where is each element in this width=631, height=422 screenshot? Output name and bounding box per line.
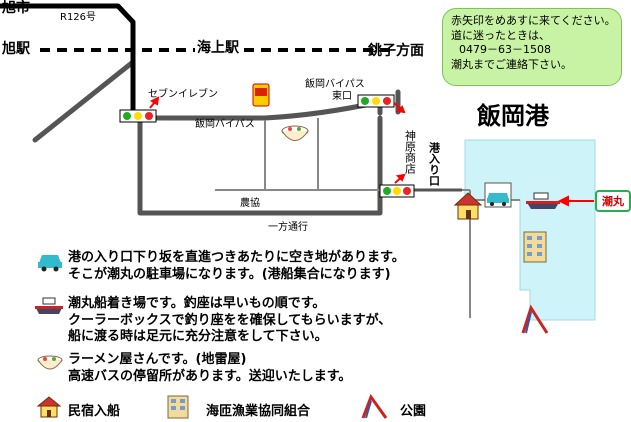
label-iioka-bypass: 飯岡バイパス [195, 119, 255, 130]
park-slide-icon [361, 394, 388, 419]
ramen-bowl-icon [37, 355, 63, 370]
ushiomaru-tag: 潮丸 [595, 190, 631, 212]
legend-boat-line: 潮丸船着き場です。釣座は早いもの順です。 [68, 296, 326, 311]
road-diagonal-west [32, 59, 136, 143]
instructions-note: 赤矢印をめあすに来てください。 道に迷ったときは、 0479－63－1508 潮… [442, 8, 622, 86]
label-nokyo: 農協 [240, 198, 260, 209]
legend-boat: 潮丸船着き場です。釣座は早いもの順です。 クーラーボックスで釣り座をを確保しても… [68, 296, 391, 346]
label-unakami-station: 海上駅 [195, 40, 241, 56]
note-line: 潮丸までご連絡下さい。 [451, 57, 572, 71]
road-loop [137, 115, 383, 216]
label-asahi-station: 旭駅 [2, 41, 30, 57]
label-kanbe-store: 神原商店 [403, 130, 417, 174]
minshuku-house-icon [36, 396, 62, 418]
route-126 [0, 3, 136, 118]
legend-fishery: 海匝漁業協同組合 [206, 404, 311, 419]
note-phone: 0479－63－1508 [459, 43, 551, 57]
red-arrows [149, 96, 594, 207]
label-iioka-port: 飯岡港 [477, 102, 549, 130]
label-asahi-city: 旭市 [2, 0, 30, 16]
traffic-signal-port [379, 184, 415, 198]
traffic-signal-west [119, 109, 157, 123]
car-icon [38, 255, 62, 272]
legend-parking: 港の入り口下り坂を直進つきあたりに空き地があります。 そこが潮丸の駐車場になりま… [68, 250, 405, 283]
ramen-bowl-icon-map [281, 125, 309, 141]
legend-boat-line: 船に渡る時は足元に充分注意をして下さい。 [68, 329, 328, 345]
legend-minshuku: 民宿入船 [68, 404, 121, 419]
label-route-126: R126号 [60, 12, 97, 23]
legend-ramen-line: 高速バスの停留所があります。送迎いたします。 [68, 368, 352, 384]
fishery-building-icon [167, 395, 189, 419]
label-one-way: 一方通行 [268, 222, 308, 233]
label-bypass-east-1: 飯岡バイパス [305, 79, 365, 90]
traffic-signal-east-exit [357, 94, 395, 108]
minshuku-house-icon-map [453, 192, 483, 220]
harbor-water [464, 139, 596, 321]
gas-station-icon [252, 83, 270, 107]
label-choshi-direction: 銚子方面 [368, 43, 424, 59]
fishery-building-icon-map [523, 231, 547, 263]
boat-icon [35, 297, 63, 314]
label-port-entrance: 港入り口 [427, 142, 441, 186]
legend-ramen-line: ラーメン屋さんです。(地雷屋) [68, 352, 247, 367]
park-slide-icon-map [521, 304, 549, 334]
note-line: 赤矢印をめあすに来てください。 [451, 14, 616, 27]
legend-parking-line: 港の入り口下り坂を直進つきあたりに空き地があります。 [68, 250, 405, 265]
label-seven-eleven: セブンイレブン [148, 89, 218, 100]
legend-parking-line: そこが潮丸の駐車場になります。(港船集合になります) [68, 266, 391, 282]
label-bypass-east-2: 東口 [332, 91, 352, 102]
boat-icon-map [526, 192, 560, 209]
legend-boat-line: クーラーボックスで釣り座をを確保してもらいますが、 [68, 312, 392, 328]
legend-ramen: ラーメン屋さんです。(地雷屋) 高速バスの停留所があります。送迎いたします。 [68, 352, 351, 385]
legend-park: 公園 [400, 404, 427, 419]
car-icon-map [484, 182, 512, 208]
note-line: 道に迷ったときは、 [451, 28, 550, 42]
